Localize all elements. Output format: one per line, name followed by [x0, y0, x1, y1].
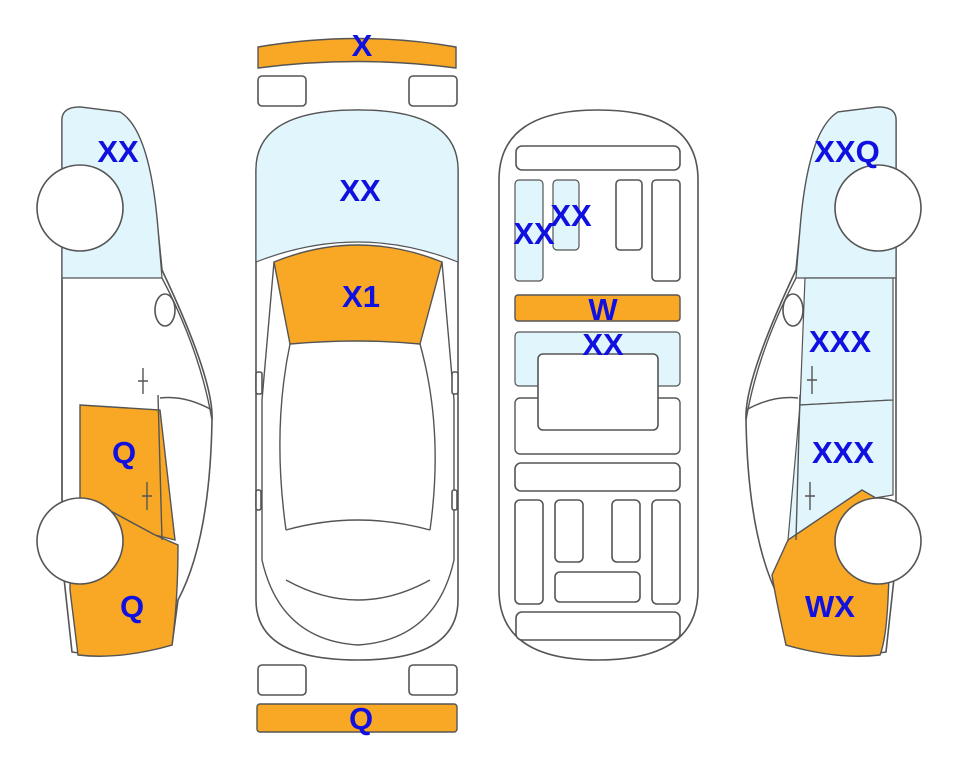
front-bumper-area[interactable] [257, 37, 457, 69]
left-rear-wheel [36, 497, 124, 585]
front-bumper-label: X [352, 28, 373, 63]
left-rear-quarter-label: Q [120, 589, 144, 624]
front-left-light [257, 75, 307, 107]
right-handle-front [807, 366, 817, 394]
roof-panel-strip [514, 462, 681, 492]
hood-label: XX [339, 173, 381, 208]
hood-area[interactable] [255, 109, 459, 263]
left-handle-front [138, 368, 148, 394]
right-handle-rear [805, 482, 815, 510]
top-inner-line-right [419, 343, 436, 531]
roof-panel-rear [515, 611, 681, 641]
roof-left-a-label: XX [513, 216, 555, 251]
trunk-line [285, 579, 431, 601]
right-side-view: XXQ XXX XXX WX [745, 106, 922, 657]
top-body-line-left [261, 261, 359, 646]
right-front-fender-label: XXQ [814, 134, 879, 169]
roof-center-label: XX [582, 327, 624, 362]
roof-left-b-area[interactable] [552, 179, 580, 251]
top-view: X XX X1 Q [255, 28, 459, 736]
roof-view: XX XX W XX [498, 109, 699, 661]
left-belt-line [159, 396, 213, 411]
left-front-wheel [36, 164, 124, 252]
top-body-line-right [357, 261, 455, 646]
windshield-label: X1 [342, 279, 380, 314]
left-door-line [157, 394, 163, 541]
roof-slot-1 [514, 499, 544, 605]
roof-slot-2 [554, 499, 584, 563]
roof-center-window [537, 353, 659, 431]
right-front-wheel [834, 164, 922, 252]
right-front-door-label: XXX [809, 324, 871, 359]
roof-left-b-label: XX [550, 198, 592, 233]
roof-slot-5 [554, 571, 641, 603]
rear-bumper-area[interactable] [256, 703, 458, 733]
right-belt-line [745, 396, 799, 411]
top-inner-line-left [279, 343, 291, 531]
right-rear-wheel [834, 497, 922, 585]
roof-slot-3 [611, 499, 641, 563]
right-window-line [745, 277, 797, 421]
right-door-line [795, 394, 801, 541]
rear-right-light [408, 664, 458, 696]
rear-window-line [285, 519, 431, 531]
roof-panel-front [515, 145, 681, 171]
left-front-fender-label: XX [97, 134, 139, 169]
roof-slot-4 [651, 499, 681, 605]
right-mirror [782, 293, 804, 327]
left-window-line [161, 277, 213, 421]
rear-left-light [257, 664, 307, 696]
roof-left-a-area[interactable] [514, 179, 544, 282]
roof-slot-right-a [615, 179, 643, 251]
left-rear-door-label: Q [112, 435, 136, 470]
left-side-view: XX Q Q [36, 106, 213, 657]
left-handle-rear [142, 482, 152, 510]
roof-bar-area[interactable] [514, 294, 681, 322]
front-right-light [408, 75, 458, 107]
left-mirror [154, 293, 176, 327]
right-rear-door-label: XXX [812, 435, 874, 470]
mirror-left [255, 371, 263, 395]
roof-bar-label: W [588, 292, 618, 327]
handle-left [255, 489, 262, 511]
handle-right [451, 489, 458, 511]
right-rear-quarter-label: WX [805, 589, 855, 624]
roof-slot-right-b [651, 179, 681, 282]
mirror-right [451, 371, 459, 395]
rear-bumper-label: Q [349, 701, 373, 736]
